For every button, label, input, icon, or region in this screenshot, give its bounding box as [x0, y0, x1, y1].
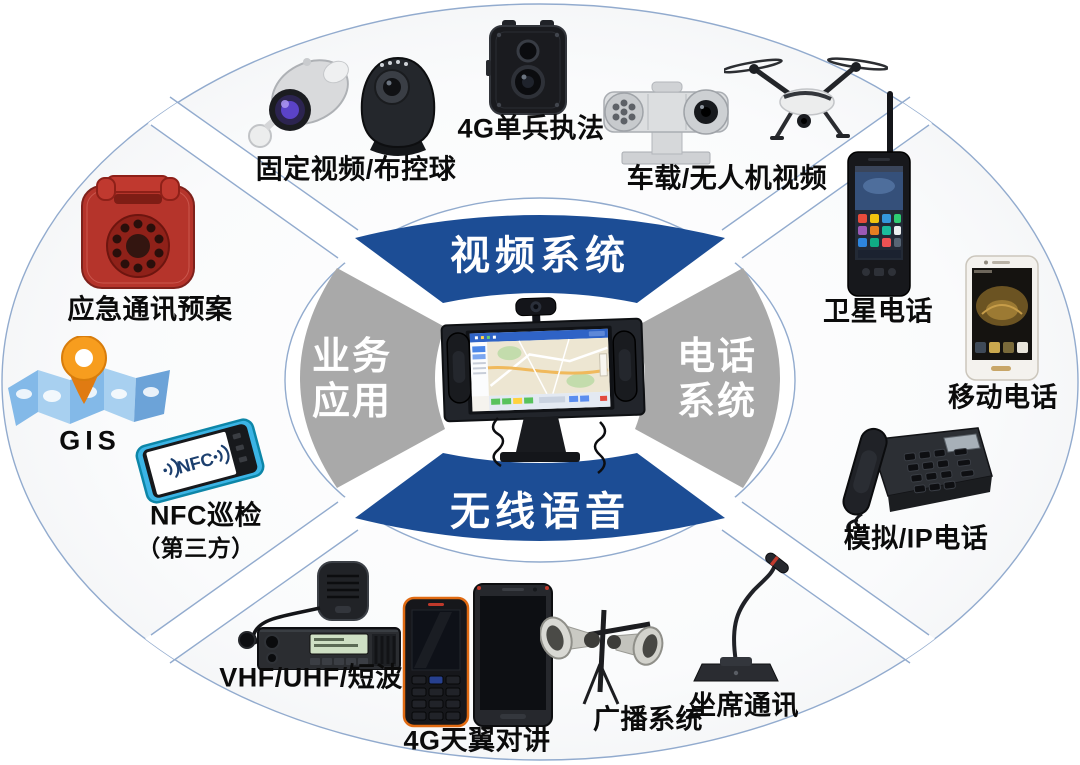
- emergency-phone-icon: [81, 175, 195, 289]
- vhf-radio-icon: [238, 561, 401, 670]
- segment-phone-system: [635, 268, 780, 488]
- segment-label-wireless-voice: 无线语音: [450, 488, 630, 535]
- console-screen: [465, 325, 615, 415]
- dome-camera-icon: [360, 56, 436, 156]
- ptz-camera-icon: [603, 81, 729, 165]
- handset-right-icon: [612, 330, 638, 402]
- label-vhf: VHF/UHF/短波: [219, 662, 403, 693]
- segment-wireless-voice: [355, 453, 725, 541]
- segment-label-business-app: 业务 应用: [311, 333, 393, 423]
- console-stand: [500, 417, 580, 462]
- desk-phone-icon: [842, 427, 993, 530]
- body-camera-icon: [486, 20, 567, 115]
- label-body-cam: 4G单兵执法: [457, 113, 605, 144]
- label-fixed-video: 固定视频/布控球: [255, 154, 457, 185]
- mobile-phone-icon: [965, 255, 1039, 381]
- segment-label-phone-system: 电话 系统: [676, 333, 758, 423]
- gooseneck-mic-icon: [693, 552, 789, 682]
- label-analog-ip: 模拟/IP电话: [843, 523, 989, 554]
- segment-business-app: [300, 268, 445, 488]
- webcam-icon: [515, 297, 557, 323]
- drone-icon: [724, 57, 888, 140]
- label-vehicle-drone: 车载/无人机视频: [626, 163, 828, 194]
- satellite-phone-icon: [847, 91, 911, 297]
- label-mobile: 移动电话: [948, 382, 1058, 413]
- label-nfc: NFC巡检: [150, 500, 262, 531]
- segment-label-video-system: 视频系统: [450, 232, 630, 279]
- bullet-camera-icon: [248, 58, 349, 148]
- dispatch-console: [440, 297, 646, 474]
- rugged-phones-icon: [402, 583, 553, 728]
- horn-speakers-icon: [540, 609, 664, 705]
- segment-video-system: [355, 215, 725, 303]
- label-broadcast: 广播系统: [593, 704, 703, 735]
- label-tianyi: 4G天翼对讲: [403, 725, 551, 756]
- handset-left-icon: [446, 332, 472, 404]
- gap-edge-lines: [150, 96, 930, 664]
- nfc-phone-icon: NFC: [135, 418, 265, 504]
- label-satellite: 卫星电话: [823, 296, 933, 327]
- label-emergency: 应急通讯预案: [67, 294, 233, 325]
- label-seat: 坐席通讯: [689, 690, 799, 721]
- label-gis: GIS: [59, 425, 121, 456]
- label-nfc-sub: （第三方）: [137, 535, 255, 561]
- handset-cords: [491, 417, 607, 474]
- gis-map-icon: [8, 336, 170, 426]
